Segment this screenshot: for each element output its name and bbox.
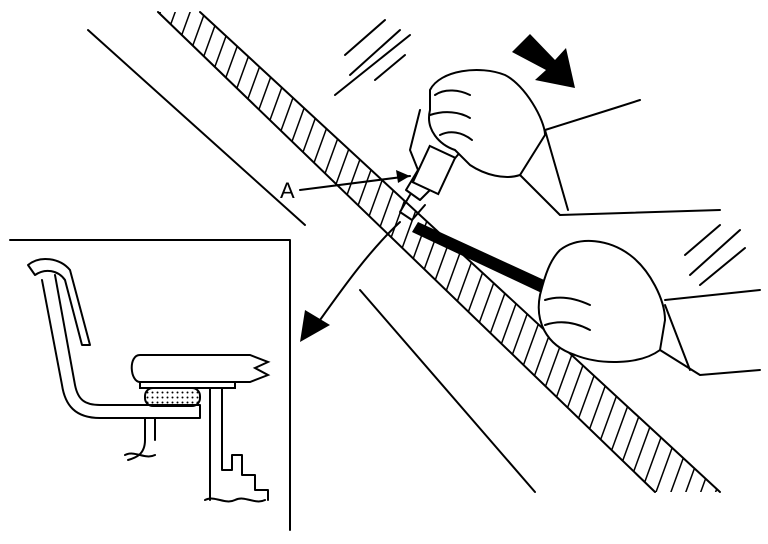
glass-reflection-marks <box>334 19 746 286</box>
upper-hand-with-tool <box>399 69 721 221</box>
push-direction-arrow <box>512 34 575 88</box>
panel-edge-line-lower <box>359 289 536 493</box>
lower-hand-with-rod <box>412 222 761 376</box>
panel-edge-line <box>87 29 306 226</box>
callout-a: A <box>280 170 411 203</box>
callout-label: A <box>280 178 295 203</box>
detail-view-arrow <box>300 221 401 342</box>
inset-detail-view <box>9 239 291 531</box>
